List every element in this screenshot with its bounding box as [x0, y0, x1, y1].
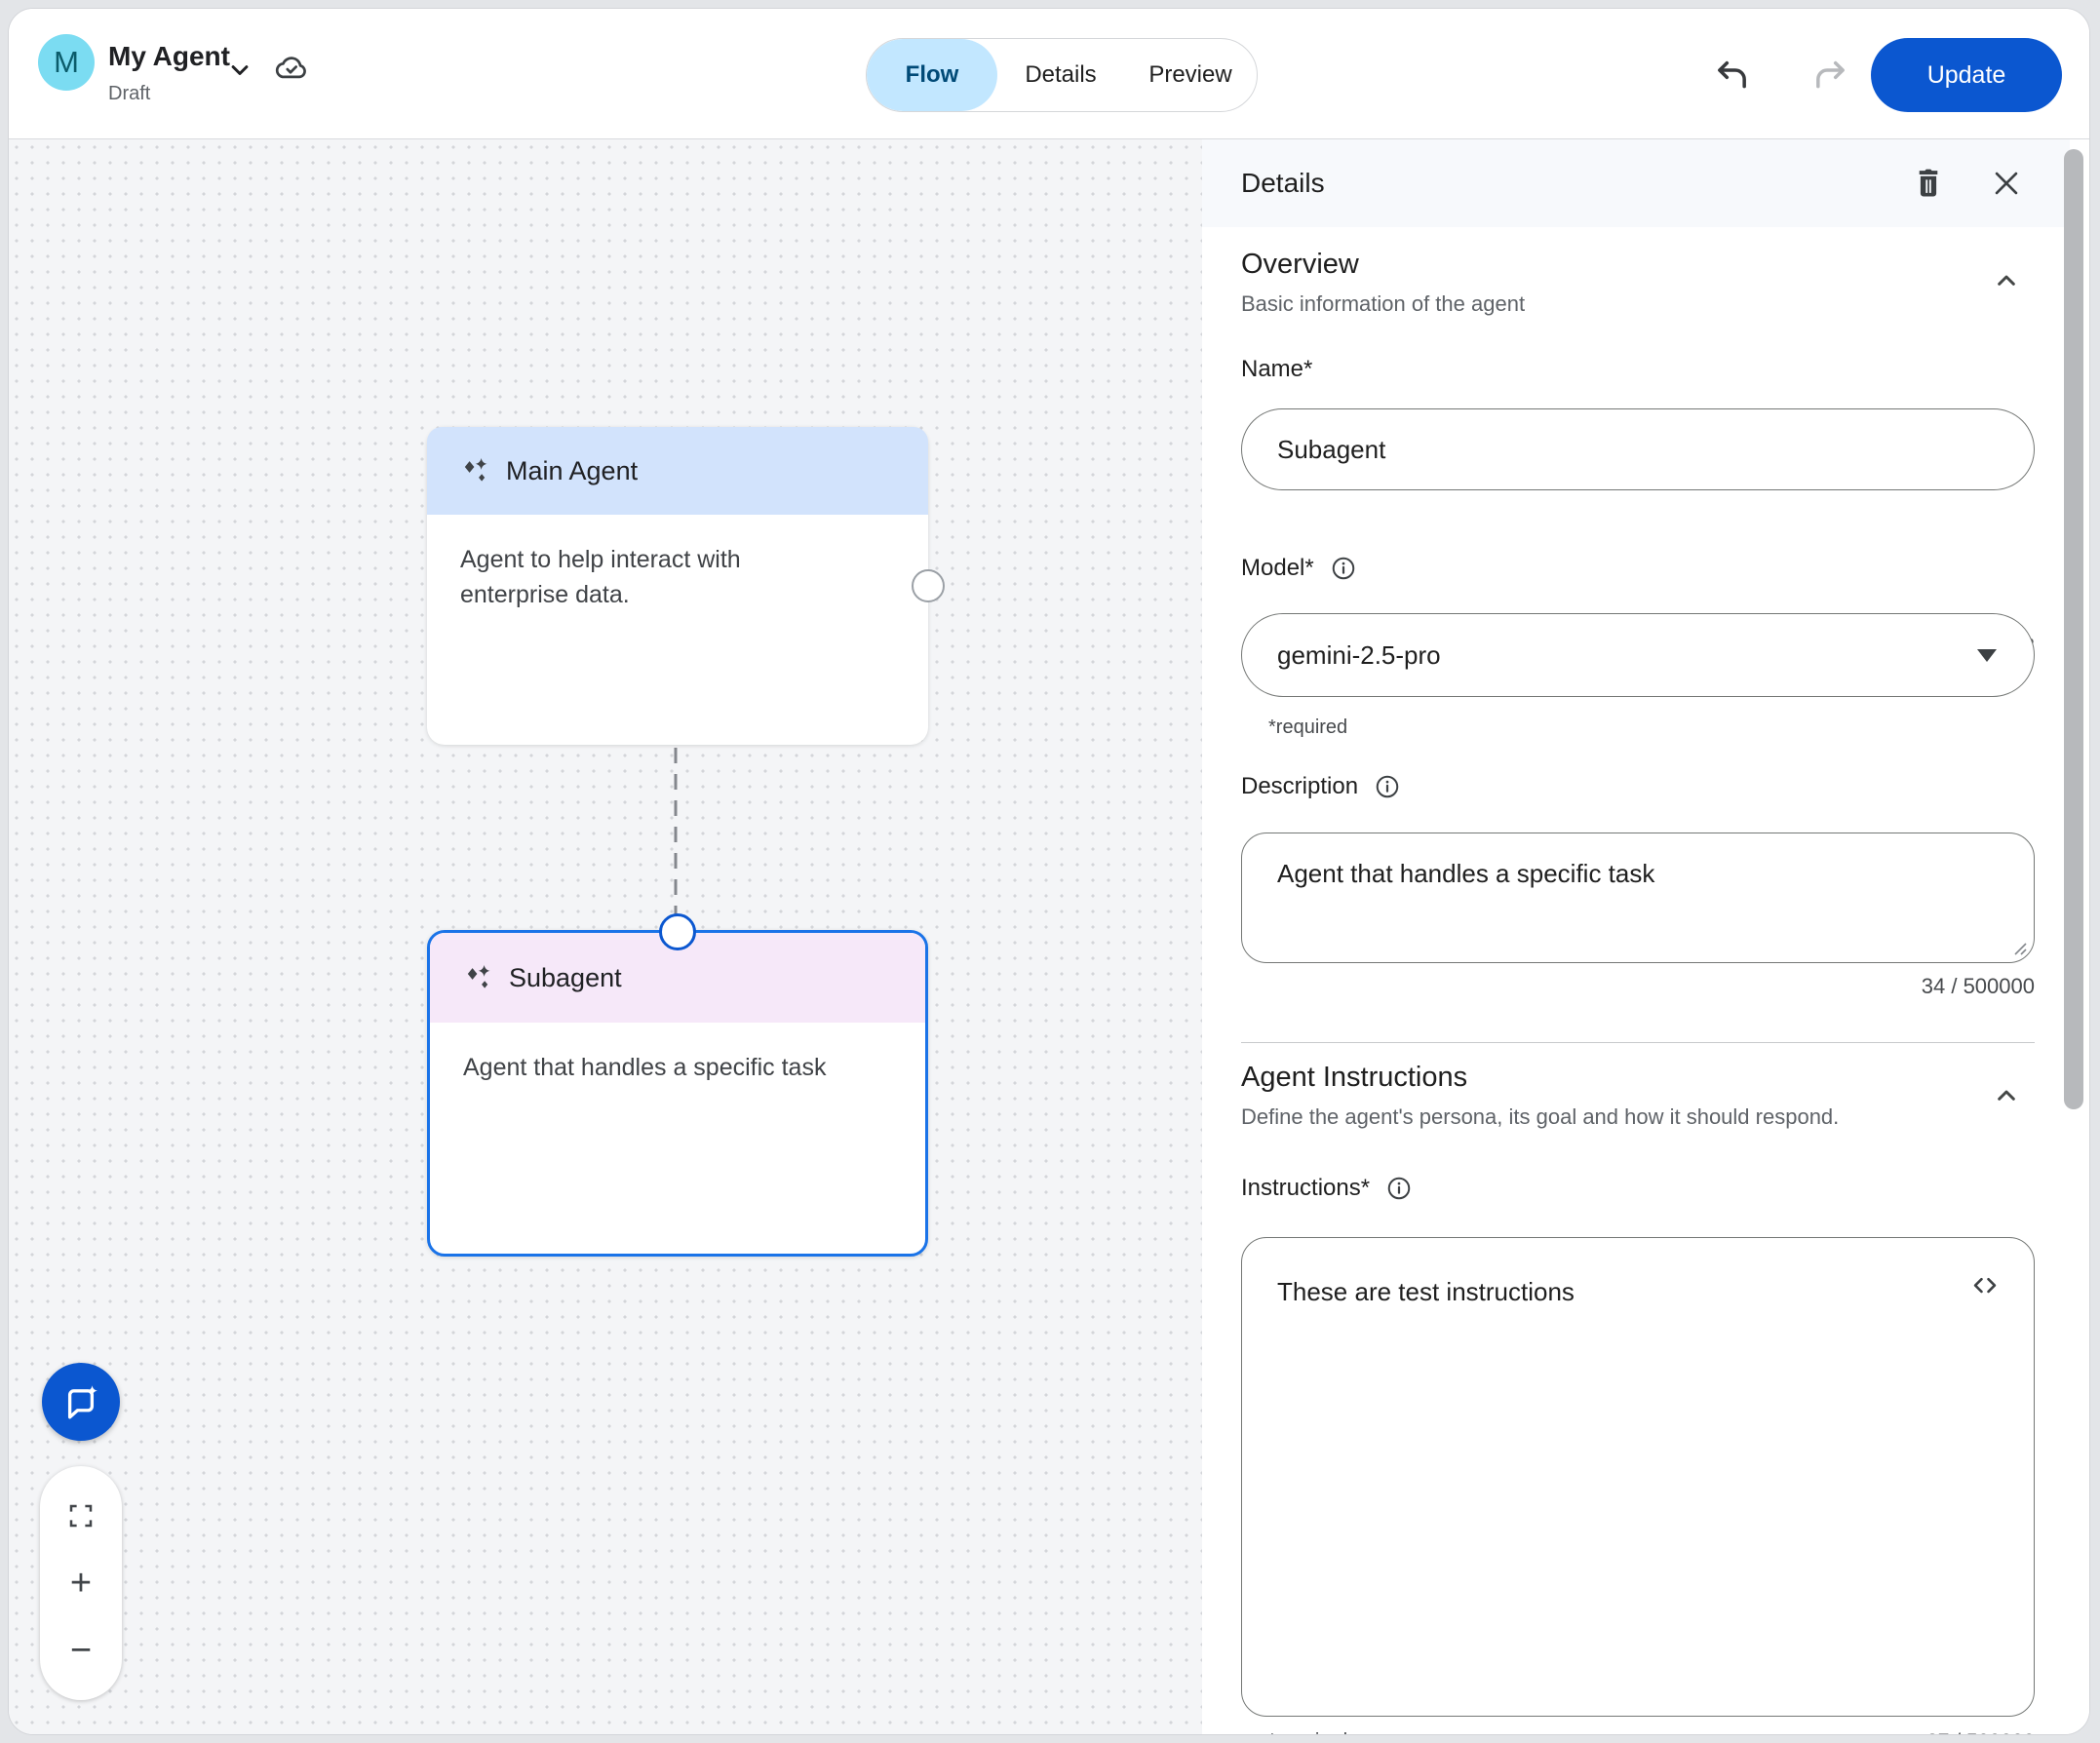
instructions-info-icon[interactable] — [1385, 1175, 1413, 1202]
sparkle-icon — [464, 457, 487, 482]
section-divider — [1241, 1042, 2035, 1043]
node-main-agent-header: Main Agent — [427, 427, 928, 515]
description-label-text: Description — [1241, 773, 1359, 799]
model-info-icon[interactable] — [1330, 555, 1357, 582]
description-info-icon[interactable] — [1374, 773, 1401, 800]
instructions-label-text: Instructions* — [1241, 1175, 1371, 1201]
edge-main-to-subagent — [674, 748, 678, 915]
node-subagent[interactable]: Subagent Agent that handles a specific t… — [427, 913, 928, 1257]
update-button[interactable]: Update — [1871, 38, 2062, 112]
fit-screen-icon[interactable] — [52, 1491, 110, 1540]
description-label: Description — [1241, 773, 1401, 800]
undo-icon[interactable] — [1711, 54, 1754, 97]
node-output-handle[interactable] — [912, 569, 945, 602]
name-input[interactable] — [1241, 408, 2035, 490]
zoom-in-button[interactable]: + — [69, 1562, 93, 1604]
description-value: Agent that handles a specific task — [1277, 859, 1655, 888]
status-badge: Draft — [108, 83, 151, 104]
agent-menu-chevron-down-icon[interactable] — [225, 56, 254, 85]
zoom-out-button[interactable]: − — [69, 1629, 93, 1671]
instructions-value: These are test instructions — [1277, 1277, 1575, 1306]
instructions-required-hint: *required — [1268, 1730, 1347, 1734]
app-window: M My Agent Draft Flow Details Preview — [8, 8, 2090, 1735]
chat-sparkle-icon — [67, 1385, 97, 1419]
dropdown-caret-icon — [1977, 649, 1997, 662]
agent-instructions-heading: Agent Instructions — [1241, 1062, 1468, 1093]
overview-heading: Overview — [1241, 249, 1359, 280]
name-label: Name* — [1241, 356, 1313, 382]
model-select[interactable]: gemini-2.5-pro — [1241, 613, 2035, 697]
model-required-hint: *required — [1268, 717, 1348, 738]
canvas-zoom-controls: + − — [40, 1466, 122, 1700]
overview-subheading: Basic information of the agent — [1241, 291, 1526, 316]
avatar: M — [38, 34, 95, 91]
description-textarea[interactable]: Agent that handles a specific task — [1241, 833, 2035, 963]
model-label: Model* — [1241, 555, 1357, 582]
node-main-agent[interactable]: Main Agent Agent to help interact with e… — [427, 427, 945, 745]
close-panel-icon[interactable] — [1985, 162, 2028, 205]
code-view-icon[interactable] — [1965, 1267, 2004, 1306]
instructions-collapse-chevron-up-icon[interactable] — [1988, 1077, 2025, 1114]
overview-collapse-chevron-up-icon[interactable] — [1988, 262, 2025, 299]
node-description: Agent to help interact with enterprise d… — [460, 546, 741, 608]
node-description: Agent that handles a specific task — [463, 1054, 827, 1081]
view-switcher: Flow Details Preview — [866, 38, 1258, 112]
instructions-label: Instructions* — [1241, 1175, 1413, 1202]
instructions-textarea[interactable]: These are test instructions — [1241, 1237, 2035, 1717]
tab-details[interactable]: Details — [1025, 61, 1097, 88]
node-title: Main Agent — [506, 455, 639, 485]
redo-icon[interactable] — [1808, 54, 1851, 97]
panel-scrollbar[interactable] — [2064, 149, 2083, 1109]
cloud-saved-icon — [274, 50, 309, 85]
node-input-handle[interactable] — [659, 913, 696, 950]
agent-title: My Agent — [108, 41, 230, 71]
tab-preview[interactable]: Preview — [1148, 61, 1232, 88]
top-bar: M My Agent Draft Flow Details Preview — [9, 9, 2089, 139]
delete-node-icon[interactable] — [1907, 162, 1950, 205]
instructions-char-counter: 27 / 500000 — [1926, 1730, 2035, 1734]
tab-flow[interactable]: Flow — [867, 39, 997, 111]
resize-handle-icon[interactable] — [2012, 941, 2027, 955]
sparkle-icon — [467, 964, 490, 988]
content-area: Main Agent Agent to help interact with e… — [9, 139, 2089, 1734]
details-panel: Details Overview Basic information of th… — [1202, 139, 2089, 1734]
description-char-counter: 34 / 500000 — [1921, 974, 2035, 998]
model-value: gemini-2.5-pro — [1277, 639, 1441, 670]
panel-title: Details — [1241, 168, 1325, 198]
node-title: Subagent — [509, 962, 622, 992]
ai-chat-button[interactable] — [42, 1363, 120, 1441]
agent-instructions-subheading: Define the agent's persona, its goal and… — [1241, 1104, 1840, 1129]
model-label-text: Model* — [1241, 555, 1314, 581]
flow-canvas[interactable]: Main Agent Agent to help interact with e… — [9, 139, 1202, 1734]
